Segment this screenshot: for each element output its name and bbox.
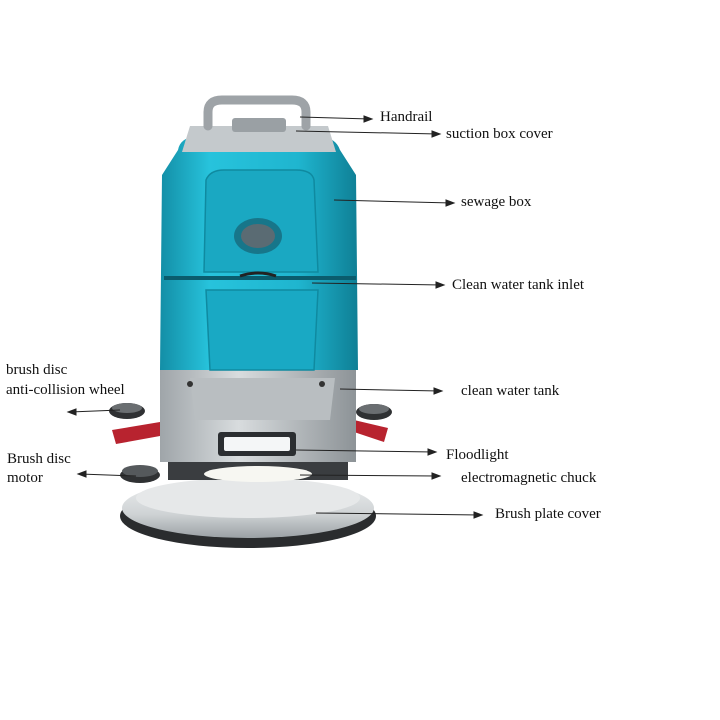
leader-anti-collision-wheel: [66, 408, 121, 416]
label-electromagnetic-chuck: electromagnetic chuck: [461, 470, 597, 486]
label-brush-disc-motor-line2: motor: [7, 470, 43, 486]
label-brush-disc-motor-line1: Brush disc: [7, 451, 71, 467]
leader-brush-disc-motor: [76, 470, 137, 478]
label-brush-disc-wheel-line2: anti-collision wheel: [6, 382, 125, 398]
suction-box-cover-shape: [182, 118, 336, 152]
label-sewage-box: sewage box: [461, 194, 532, 210]
leader-brush-plate-cover: [315, 511, 484, 519]
leader-clean-water-tank-inlet: [311, 281, 446, 289]
leader-sewage-box: [333, 199, 456, 207]
label-clean-water-tank: clean water tank: [461, 383, 560, 399]
label-handrail: Handrail: [380, 109, 433, 125]
brush-disc-motor-shape: [120, 465, 160, 483]
label-clean-water-tank-inlet: Clean water tank inlet: [452, 277, 585, 293]
leader-floodlight: [295, 448, 438, 456]
label-floodlight: Floodlight: [446, 447, 509, 463]
brush-plate-cover-shape: [120, 478, 376, 548]
leader-suction-box-cover: [295, 130, 442, 138]
handrail-shape: [203, 95, 311, 131]
right-anti-collision-wheel: [354, 404, 392, 442]
floodlight-shape: [204, 432, 312, 482]
label-suction-box-cover: suction box cover: [446, 126, 553, 142]
label-brush-disc-wheel-line1: brush disc: [6, 362, 68, 378]
left-anti-collision-wheel: [109, 403, 160, 444]
label-brush-plate-cover: Brush plate cover: [495, 506, 601, 522]
grey-base: [160, 368, 356, 480]
leader-clean-water-tank: [339, 387, 444, 395]
leader-handrail: [299, 115, 374, 123]
teal-body: [160, 136, 358, 371]
leader-lines: [66, 115, 484, 519]
leader-electromagnetic-chuck: [299, 472, 442, 480]
